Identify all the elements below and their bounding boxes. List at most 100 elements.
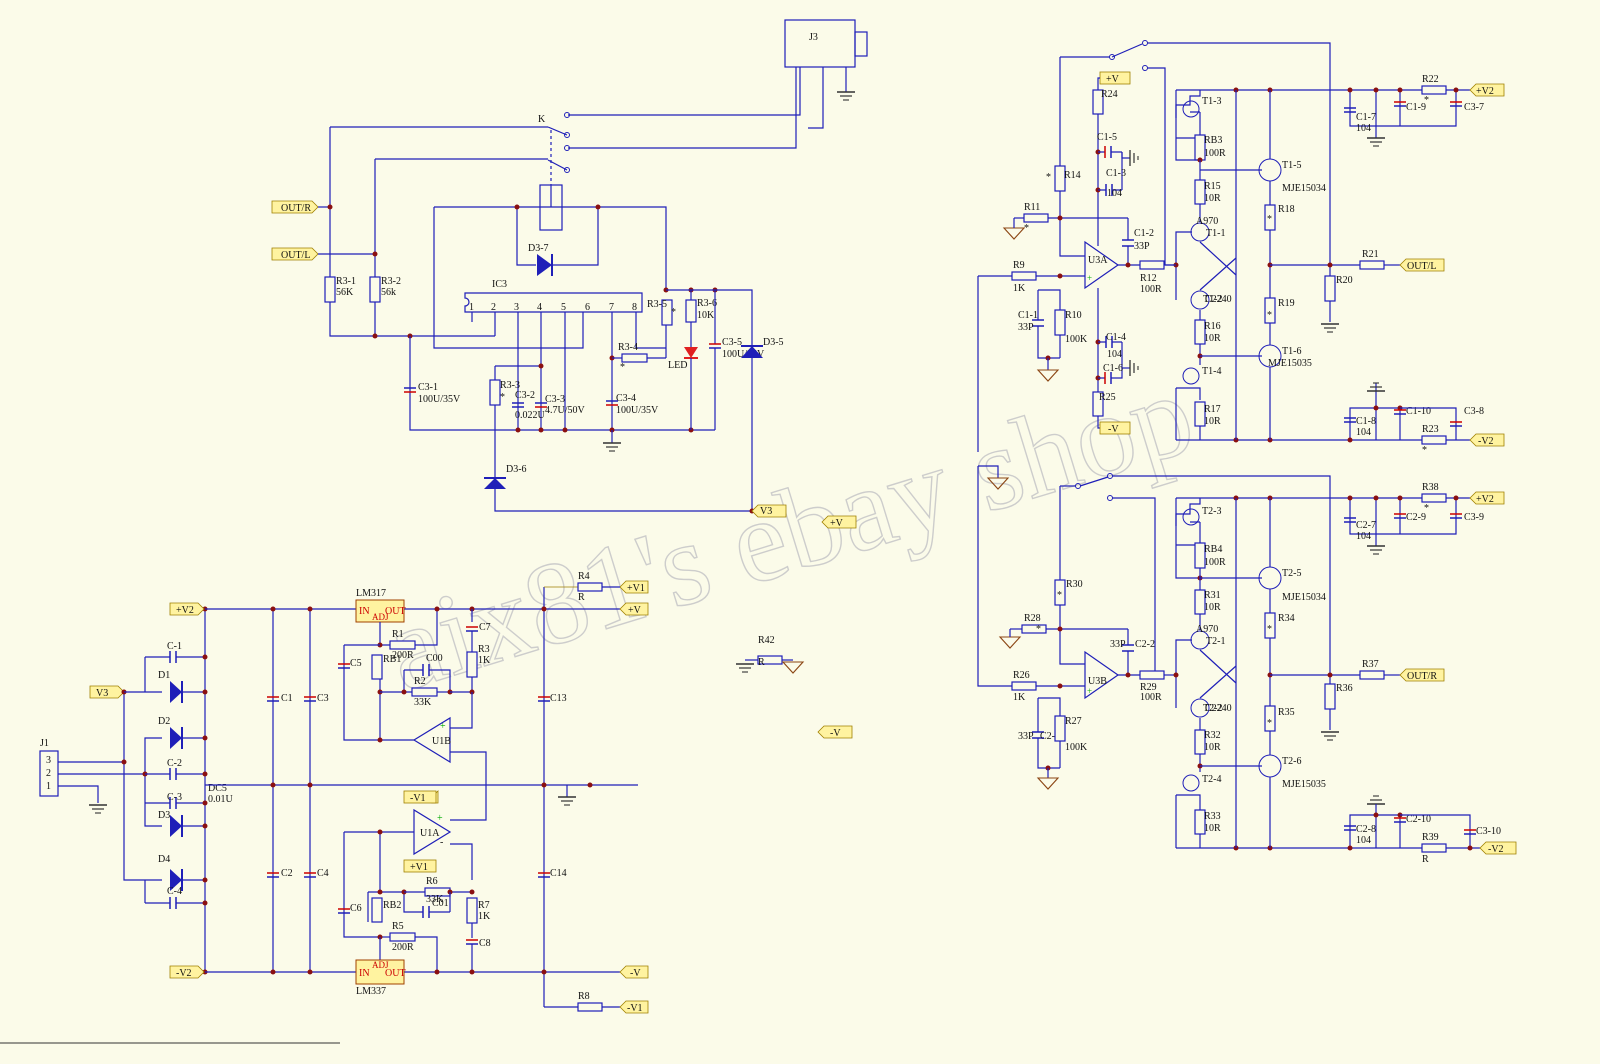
svg-text:4.7U/50V: 4.7U/50V [545, 405, 586, 416]
svg-text:1: 1 [469, 302, 474, 313]
svg-text:*: * [1424, 95, 1429, 106]
svg-text:T1-2: T1-2 [1203, 294, 1222, 305]
svg-text:*: * [1267, 718, 1272, 729]
svg-text:T2-1: T2-1 [1206, 636, 1225, 647]
svg-text:ADJ: ADJ [372, 960, 389, 970]
svg-text:5: 5 [561, 302, 566, 313]
net-minus-v-psu: -V [619, 965, 649, 979]
svg-text:*: * [1036, 624, 1041, 635]
svg-text:R29: R29 [1140, 682, 1157, 693]
net-v3-psu: V3 [89, 685, 125, 699]
svg-text:D4: D4 [158, 854, 170, 865]
svg-text:-V2: -V2 [176, 968, 192, 979]
svg-text:C3-4: C3-4 [616, 393, 636, 404]
svg-text:C3-7: C3-7 [1464, 102, 1484, 113]
svg-text:RB3: RB3 [1204, 135, 1222, 146]
svg-text:200R: 200R [392, 650, 414, 661]
svg-text:R33: R33 [1204, 811, 1221, 822]
svg-text:C1-4: C1-4 [1106, 332, 1126, 343]
svg-text:A970: A970 [1196, 216, 1218, 227]
svg-text:C3-2: C3-2 [515, 390, 535, 401]
svg-text:R2: R2 [414, 676, 426, 687]
svg-text:IN: IN [359, 606, 370, 617]
net-plus-v1-a: +V1 [544, 580, 649, 594]
svg-text:33P: 33P [1018, 731, 1034, 742]
svg-text:R4: R4 [578, 571, 590, 582]
svg-text:MJE15035: MJE15035 [1282, 779, 1326, 790]
svg-text:C2-2: C2-2 [1135, 639, 1155, 650]
r3-2-label: R3-2 [381, 276, 401, 287]
svg-text:V3: V3 [760, 506, 772, 517]
svg-text:T2-5: T2-5 [1282, 568, 1301, 579]
svg-text:R39: R39 [1422, 832, 1439, 843]
svg-text:MJE15034: MJE15034 [1282, 592, 1326, 603]
svg-text:C3-5: C3-5 [722, 337, 742, 348]
svg-text:R35: R35 [1278, 707, 1295, 718]
svg-text:C6: C6 [350, 903, 362, 914]
r3-2-value: 56k [381, 287, 396, 298]
svg-text:C8: C8 [479, 938, 491, 949]
svg-text:T1-4: T1-4 [1202, 366, 1221, 377]
svg-text:10R: 10R [1204, 742, 1221, 753]
svg-text:C1-5: C1-5 [1097, 132, 1117, 143]
svg-text:-: - [440, 837, 443, 848]
svg-text:+V: +V [830, 518, 844, 529]
svg-text:MJE15035: MJE15035 [1268, 358, 1312, 369]
svg-text:R8: R8 [578, 991, 590, 1002]
relay-k-label: K [538, 114, 546, 125]
svg-text:T2-3: T2-3 [1202, 506, 1221, 517]
svg-text:R: R [578, 592, 585, 603]
svg-text:R31: R31 [1204, 590, 1221, 601]
net-minus-v2-ch1: -V2 [1469, 433, 1505, 447]
svg-text:C2240: C2240 [1205, 703, 1232, 714]
svg-text:+V: +V [1106, 74, 1120, 85]
svg-text:C01: C01 [432, 898, 449, 909]
svg-text:R23: R23 [1422, 424, 1439, 435]
svg-text:*: * [1267, 310, 1272, 321]
svg-text:OUT/R: OUT/R [1407, 671, 1437, 682]
protection-circuit: J3 K R3-1 56K R3-2 56k OUT/R [271, 19, 868, 529]
svg-text:R25: R25 [1099, 392, 1116, 403]
svg-text:33P: 33P [1134, 241, 1150, 252]
svg-text:C1-10: C1-10 [1406, 406, 1431, 417]
svg-text:104: 104 [1107, 349, 1122, 360]
net-minus-v2-psu: -V2 [169, 965, 205, 979]
svg-text:C3-8: C3-8 [1464, 406, 1484, 417]
svg-text:OUT/L: OUT/L [281, 250, 310, 261]
svg-text:R10: R10 [1065, 310, 1082, 321]
svg-text:R9: R9 [1013, 260, 1025, 271]
svg-text:*: * [1024, 223, 1029, 234]
u3b-opamp [1084, 650, 1120, 700]
svg-text:OUT: OUT [385, 968, 406, 979]
svg-text:104: 104 [1356, 835, 1371, 846]
svg-text:R28: R28 [1024, 613, 1041, 624]
svg-text:8: 8 [632, 302, 637, 313]
svg-text:RB1: RB1 [383, 654, 401, 665]
u3a-opamp [1084, 240, 1120, 290]
svg-text:R42: R42 [758, 635, 775, 646]
svg-text:R21: R21 [1362, 249, 1379, 260]
svg-text:OUT/L: OUT/L [1407, 261, 1436, 272]
svg-text:7: 7 [609, 302, 614, 313]
svg-text:OUT/R: OUT/R [281, 203, 311, 214]
svg-text:R11: R11 [1024, 202, 1040, 213]
svg-text:6: 6 [585, 302, 590, 313]
svg-text:*: * [1267, 214, 1272, 225]
r3-1-value: 56K [336, 287, 354, 298]
svg-text:D1: D1 [158, 670, 170, 681]
svg-text:3: 3 [46, 755, 51, 766]
u1b-opamp [412, 716, 451, 764]
net-out-r: OUT/R [271, 200, 319, 214]
svg-text:DC5: DC5 [208, 783, 227, 794]
svg-text:-V1: -V1 [627, 1003, 643, 1014]
svg-text:C2-10: C2-10 [1406, 814, 1431, 825]
svg-text:RB2: RB2 [383, 900, 401, 911]
svg-text:OUT: OUT [385, 606, 406, 617]
j3-jack [784, 19, 856, 68]
svg-text:T2-2: T2-2 [1203, 703, 1222, 714]
net-minus-v-ch1: -V [1099, 421, 1131, 435]
svg-text:R32: R32 [1204, 730, 1221, 741]
svg-text:A970: A970 [1196, 624, 1218, 635]
